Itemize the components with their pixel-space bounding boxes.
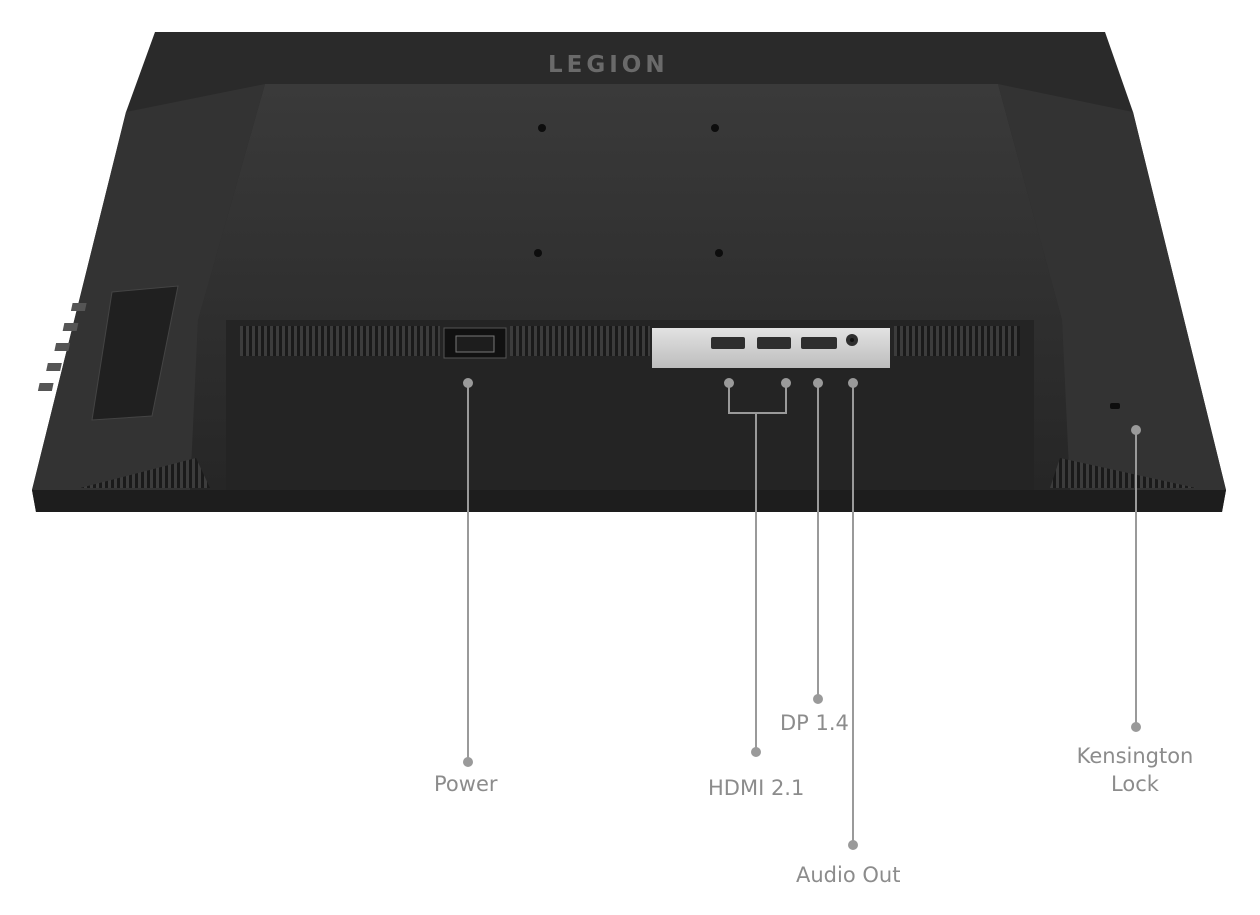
monitor-bottom-edge	[32, 490, 1226, 512]
hdmi-port-2	[757, 337, 791, 349]
audio-jack	[846, 334, 858, 346]
osd-control-buttons	[37, 285, 179, 421]
callout-lines	[463, 378, 1141, 850]
power-connector	[443, 327, 507, 359]
vesa-mount-holes	[534, 124, 723, 257]
audio-out-label: Audio Out	[796, 863, 901, 887]
hdmi-label: HDMI 2.1	[708, 776, 805, 800]
legion-logo: LEGION	[548, 52, 669, 78]
kensington-lock-label: Kensington Lock	[1073, 742, 1197, 798]
dp-label: DP 1.4	[780, 711, 849, 735]
displayport-port	[801, 337, 837, 349]
kensington-label-line2: Lock	[1111, 772, 1159, 796]
kensington-label-line1: Kensington	[1076, 744, 1194, 768]
hdmi-port-1	[711, 337, 745, 349]
power-label: Power	[434, 772, 498, 796]
kensington-slot	[1110, 403, 1120, 409]
